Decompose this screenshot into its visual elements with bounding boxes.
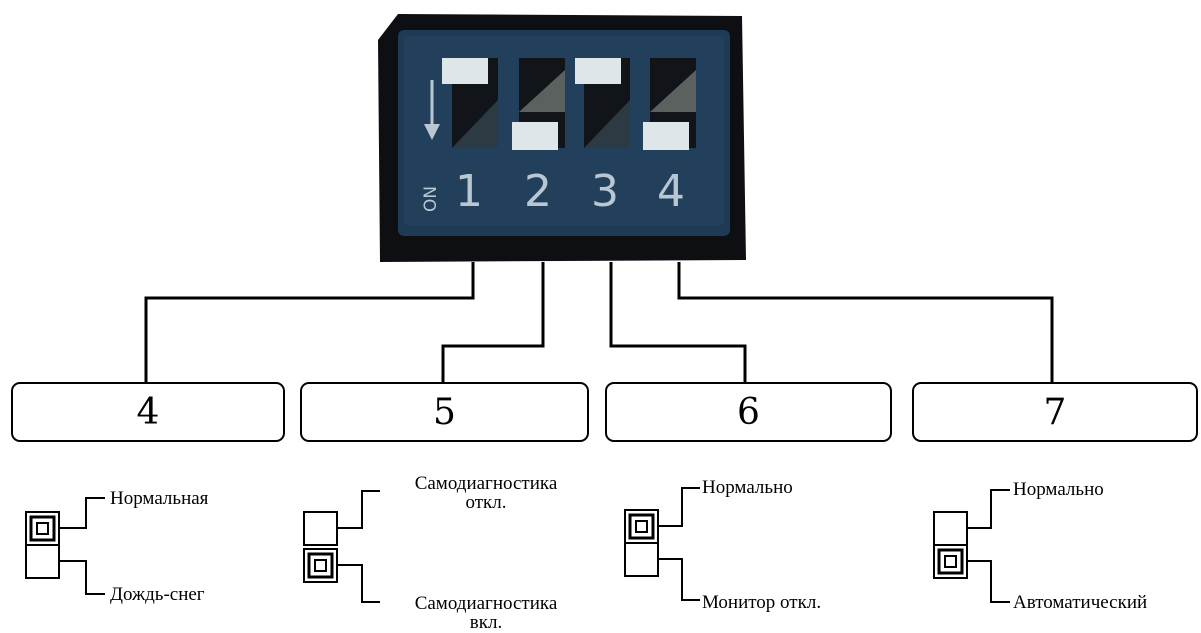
setting-7-top-label: Нормально (1013, 479, 1104, 500)
setting-number-7: 7 (1043, 391, 1067, 433)
setting-5-top-label: Самодиагностика откл. (382, 474, 590, 512)
setting-6-top-label: Нормально (702, 477, 793, 498)
dip-switch-slot-4 (643, 58, 696, 150)
setting-number-4: 4 (136, 391, 160, 433)
setting-7-bottom-label: Автоматический (1013, 592, 1148, 613)
setting-5-top-label-line-2: откл. (465, 492, 507, 513)
setting-5-top-label-line-1: Самодиагностика (414, 473, 558, 494)
setting-number-6: 6 (737, 391, 760, 433)
dip-switch-slot-3 (575, 58, 630, 148)
dip-number-1: 1 (455, 166, 483, 217)
mini-switch-6-icon (624, 487, 700, 601)
connector-line-3 (609, 262, 747, 383)
dip-switch-slot-2 (512, 58, 565, 150)
dip-toggle-1 (442, 58, 488, 84)
setting-5-bottom-label: Самодиагностика вкл. (382, 594, 590, 632)
on-label: ON (421, 186, 441, 212)
setting-4-top-label: Нормальная (110, 488, 209, 509)
setting-box-4: 4 (11, 382, 285, 442)
connector-line-2 (441, 262, 545, 383)
dip-toggle-3 (575, 58, 621, 84)
mini-switch-5-icon (303, 490, 380, 603)
setting-box-6: 6 (605, 382, 892, 442)
setting-5-bottom-label-line-1: Самодиагностика (414, 593, 558, 614)
setting-number-5: 5 (433, 391, 456, 433)
setting-5-bottom-label-line-2: вкл. (469, 612, 503, 633)
mini-switch-7-icon (933, 489, 1010, 603)
on-arrow-icon (424, 80, 440, 140)
setting-4-bottom-label: Дождь-снег (110, 584, 205, 605)
setting-box-5: 5 (300, 382, 589, 442)
dip-switch-slot-1 (442, 58, 498, 148)
dip-number-2: 2 (524, 166, 552, 217)
connector-line-4 (677, 262, 1054, 383)
setting-6-bottom-label: Монитор откл. (702, 592, 822, 613)
dip-toggle-4 (643, 122, 689, 150)
dip-toggle-2 (512, 122, 558, 150)
dip-number-4: 4 (657, 166, 685, 217)
dip-number-3: 3 (591, 166, 619, 217)
mini-switch-4-icon (25, 497, 105, 595)
connector-line-1 (144, 262, 475, 383)
setting-box-7: 7 (912, 382, 1198, 442)
